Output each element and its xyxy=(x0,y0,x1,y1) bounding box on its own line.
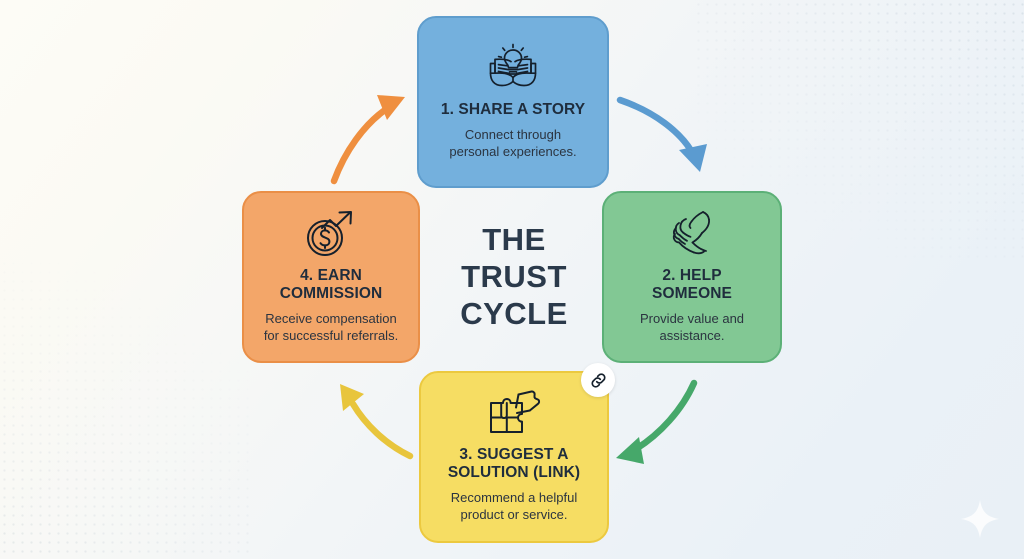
step-card-title: 1. SHARE A STORY xyxy=(440,100,586,118)
step-card-suggest-a-solution[interactable]: 3. SUGGEST A SOLUTION (LINK) Recommend a… xyxy=(419,363,615,543)
arrow-step1-to-step2 xyxy=(616,96,707,172)
arrow-step3-to-step4 xyxy=(340,384,414,460)
book-lightbulb-icon xyxy=(489,43,537,87)
center-title: THE TRUST CYCLE xyxy=(460,222,568,332)
step-card-description: Recommend a helpful product or service. xyxy=(450,489,578,522)
link-badge[interactable] xyxy=(581,363,615,397)
puzzle-pieces-icon xyxy=(490,390,541,433)
coin-growth-arrow-icon xyxy=(307,210,352,256)
step-card-description: Provide value and assistance. xyxy=(639,310,745,343)
step-card-description: Receive compensation for successful refe… xyxy=(263,310,399,343)
step-card-help-someone[interactable]: 2. HELP SOMEONE Provide value and assist… xyxy=(602,191,782,363)
step-card-description: Connect through personal experiences. xyxy=(449,126,577,159)
four-point-star-sparkle-icon xyxy=(961,500,999,538)
step-card-title: 2. HELP SOMEONE xyxy=(652,266,732,302)
helping-hands-icon xyxy=(672,210,710,254)
background-dot-texture-bottom-left xyxy=(0,259,250,559)
step-card-earn-commission[interactable]: 4. EARN COMMISSION Receive compensation … xyxy=(242,191,420,363)
step-card-title: 3. SUGGEST A SOLUTION (LINK) xyxy=(447,445,581,481)
arrow-step2-to-step3 xyxy=(616,379,698,464)
step-card-title: 4. EARN COMMISSION xyxy=(279,266,383,302)
chain-link-icon xyxy=(590,372,606,388)
step-card-share-a-story[interactable]: 1. SHARE A STORY Connect through persona… xyxy=(417,16,609,188)
arrow-step4-to-step1 xyxy=(330,95,405,185)
